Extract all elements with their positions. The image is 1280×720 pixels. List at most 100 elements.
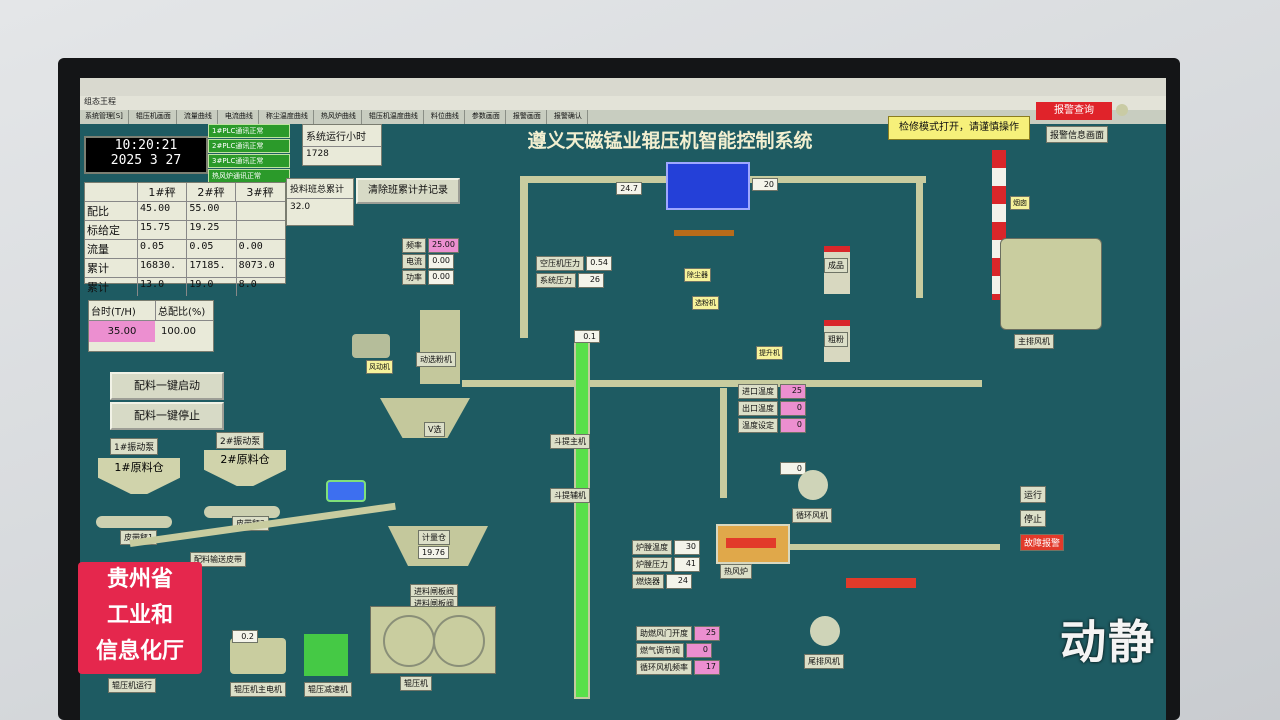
vibrator-1-button[interactable]: 1#振动泵 — [110, 438, 159, 455]
hourly-value[interactable]: 35.00 — [89, 321, 155, 342]
feed-cell: 0.05 — [137, 240, 186, 258]
elevator-value: 0.1 — [574, 330, 600, 343]
feed-start-button[interactable]: 配料一键启动 — [110, 372, 224, 400]
menu-item[interactable]: 报警画面 — [508, 110, 547, 124]
feed-cell: 45.00 — [137, 202, 186, 220]
circ-fan-icon — [798, 470, 828, 500]
main-fan-machine — [1000, 238, 1102, 330]
org-line-3: 信息化厅 — [95, 639, 184, 664]
mover-label: 动选粉机 — [416, 352, 456, 367]
pipe-hot — [730, 544, 1000, 550]
run-hours-value: 1728 — [306, 149, 329, 159]
pipe-mid — [462, 380, 982, 387]
transfer-label[interactable]: 提升机 — [756, 346, 783, 360]
alarm-info-button[interactable]: 报警信息画面 — [1046, 126, 1109, 143]
temp-out-value[interactable]: 0 — [780, 418, 806, 433]
feed-cell: 17185. — [186, 259, 235, 277]
fault-alarm-button[interactable]: 故障报警 — [1020, 534, 1065, 551]
hot-air-start-button[interactable]: 运行 — [1020, 486, 1047, 503]
bag-label[interactable]: 选粉机 — [692, 296, 719, 310]
pressure-1-label: 空压机压力 — [536, 256, 584, 271]
feed-row-label: 累计 — [87, 281, 109, 294]
hot-air-stop-button[interactable]: 停止 — [1020, 510, 1047, 527]
menu-item[interactable]: 流量曲线 — [179, 110, 218, 124]
fan-freq-value: 0 — [780, 462, 806, 475]
ratio-label: 总配比(%) — [158, 307, 206, 318]
dust-label[interactable]: 除尘器 — [684, 268, 711, 282]
feed-cell: 13.0 — [137, 278, 186, 296]
speed-value: 0.2 — [232, 630, 258, 643]
power-value: 0.00 — [428, 270, 454, 285]
window-title: 组态王程 — [84, 97, 116, 106]
gearbox-icon — [304, 634, 348, 676]
flame-icon — [726, 538, 776, 548]
feed-stop-button[interactable]: 配料一键停止 — [110, 402, 224, 430]
feed-cell: 8.0 — [235, 278, 285, 296]
menu-item[interactable]: 称尘温度曲线 — [261, 110, 314, 124]
mover-motor-icon — [352, 334, 390, 358]
menu-item[interactable]: 辊压机画面 — [131, 110, 177, 124]
bot-3-value[interactable]: 17 — [694, 660, 720, 675]
pipe-right — [916, 178, 923, 298]
top-strip — [80, 78, 1166, 96]
menu-item[interactable]: 料位曲线 — [426, 110, 465, 124]
hourly-label: 台时(T/H) — [89, 301, 156, 320]
raw-bin-2: 2#原料仓 — [204, 450, 286, 486]
window-titlebar: 组态王程 — [80, 96, 1166, 110]
feed-row-label: 配比 — [87, 205, 109, 218]
feed-cell: 0.05 — [186, 240, 235, 258]
temp-mid-value[interactable]: 0 — [780, 401, 806, 416]
fan-b-value: 41 — [674, 557, 700, 572]
fan-c-value: 24 — [666, 574, 692, 589]
ratio-value: 100.00 — [161, 326, 196, 337]
clear-total-button[interactable]: 清除班累计并记录 — [356, 178, 460, 204]
alarm-query-button[interactable]: 报警查询 — [1036, 102, 1112, 120]
pressure-2-value: 26 — [578, 273, 604, 288]
feed-cell: 15.75 — [137, 221, 186, 239]
feed-cell: 8073.0 — [235, 259, 285, 277]
belt-scale-1 — [96, 516, 172, 528]
exhaust-fan-label: 尾排风机 — [804, 654, 844, 669]
temp-in-value[interactable]: 25 — [780, 384, 806, 399]
feed-row: 累计 16830.17185.8073.0 — [85, 258, 285, 277]
menu-item[interactable]: 系统管理[S] — [80, 110, 129, 124]
elevator-aux-label: 斗提辅机 — [550, 488, 590, 503]
pressure-1-value: 0.54 — [586, 256, 612, 271]
bot-2-value[interactable]: 0 — [686, 643, 712, 658]
freq-value[interactable]: 25.00 — [428, 238, 459, 253]
pipe-a — [520, 178, 528, 338]
pressure-2-label: 系统压力 — [536, 273, 576, 288]
furnace-label: 热风炉 — [720, 564, 752, 579]
bucket-elevator — [574, 330, 590, 699]
roller-run-label[interactable]: 辊压机运行 — [108, 678, 156, 693]
menu-item[interactable]: 参数画面 — [467, 110, 506, 124]
menu-item[interactable]: 热风炉曲线 — [316, 110, 362, 124]
roller-right-icon — [433, 615, 485, 667]
batch-total-label: 投料班总累计 — [287, 179, 353, 199]
feed-row-label: 累计 — [87, 262, 109, 275]
bot-1-value[interactable]: 25 — [694, 626, 720, 641]
org-line-2: 工业和 — [106, 603, 173, 628]
feed-cell: 16830. — [137, 259, 186, 277]
belt-motor-icon — [326, 480, 366, 502]
main-fan-label: 主排风机 — [1014, 334, 1054, 349]
scada-screen: 组态王程 系统管理[S]辊压机画面流量曲线电流曲线称尘温度曲线热风炉曲线辊压机温… — [80, 78, 1166, 720]
coarse-tank-label: 粗粉 — [824, 332, 848, 347]
alarm-lamp-icon — [1116, 104, 1128, 116]
feed-cell: 0.00 — [235, 240, 285, 258]
vibrator-2-button[interactable]: 2#振动泵 — [216, 432, 265, 449]
menu-item[interactable]: 电流曲线 — [220, 110, 259, 124]
menu-item[interactable]: 辊压机温度曲线 — [364, 110, 424, 124]
feed-cell: 55.00 — [186, 202, 235, 220]
plc-status-item: 1#PLC通讯正常 — [208, 124, 290, 138]
move-motor-tag[interactable]: 风动机 — [366, 360, 393, 374]
menu-item[interactable]: 报警确认 — [549, 110, 588, 124]
